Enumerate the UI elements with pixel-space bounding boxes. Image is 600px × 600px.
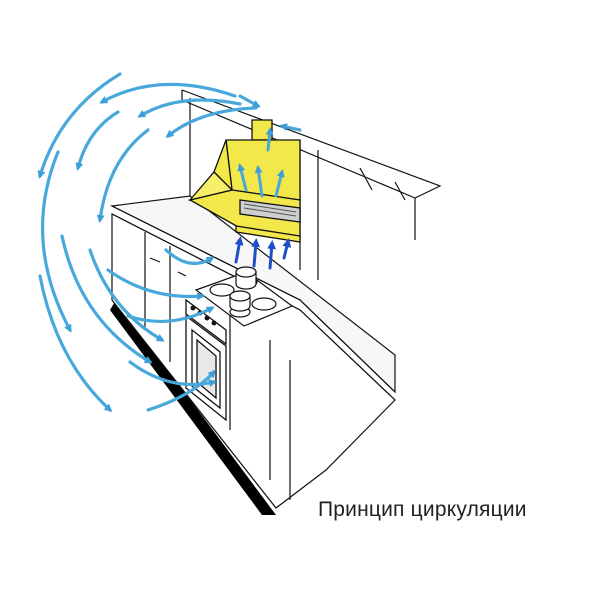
plinth bbox=[110, 300, 276, 515]
oven bbox=[185, 298, 227, 422]
circulating-air-arrow bbox=[37, 72, 302, 413]
base-cabinets bbox=[111, 213, 396, 509]
diagram-caption: Принцип циркуляции bbox=[318, 498, 527, 521]
intake-air-arrow bbox=[234, 236, 292, 270]
hood-flow-arrow bbox=[237, 127, 285, 198]
cooking-pot bbox=[229, 266, 257, 312]
range-hood bbox=[188, 119, 301, 243]
